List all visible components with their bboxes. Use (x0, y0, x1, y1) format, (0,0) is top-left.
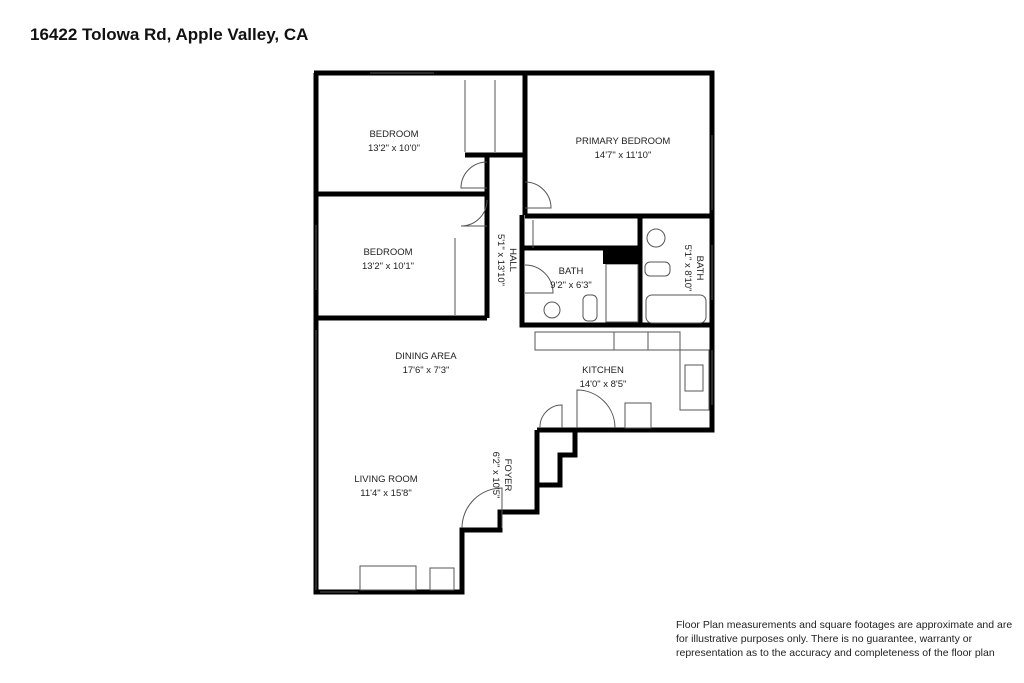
wall (316, 73, 712, 328)
counter (679, 349, 710, 411)
toilet (644, 261, 671, 277)
bedroom-door (460, 199, 488, 227)
sink (646, 228, 666, 248)
property-address-title: 16422 Tolowa Rd, Apple Valley, CA (30, 25, 309, 44)
bath-door (524, 264, 554, 294)
bathtub (605, 263, 639, 323)
fireplace (359, 565, 417, 591)
entry-door (461, 487, 503, 529)
sink (543, 301, 561, 319)
pantry-door (539, 404, 563, 429)
window (315, 72, 713, 593)
stove (613, 331, 649, 351)
closet (454, 80, 534, 315)
primary-door (524, 181, 552, 209)
bathtub (645, 294, 707, 324)
toilet (582, 294, 598, 322)
sink (684, 364, 704, 392)
kitchen-door (576, 389, 616, 429)
disclaimer-text: Floor Plan measurements and square foota… (676, 619, 1013, 659)
bedroom-door (460, 161, 488, 189)
wall (534, 427, 575, 512)
counter (534, 331, 681, 351)
fridge (624, 402, 652, 429)
cabinet (429, 567, 455, 591)
